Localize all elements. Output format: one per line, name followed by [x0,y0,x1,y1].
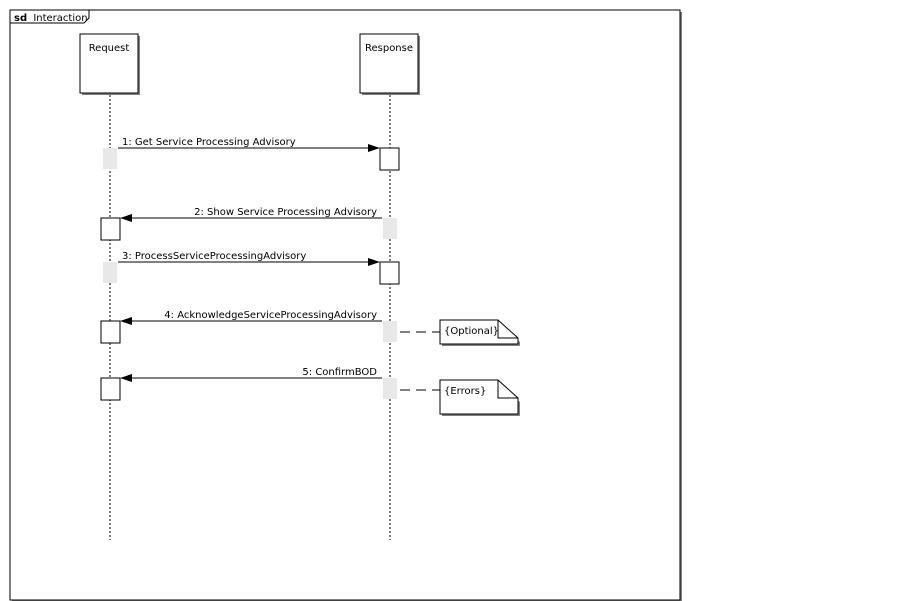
interaction-frame: sd Interaction [9,9,682,601]
message-label: 4: AcknowledgeServiceProcessingAdvisory [164,310,377,321]
activation-box [100,377,121,401]
note-text: {Optional} [444,326,499,337]
message-label: 2: Show Service Processing Advisory [194,207,377,218]
lifeline-label-response: Response [365,43,413,54]
lifeline-head [79,33,139,94]
frame-tab [10,10,90,24]
activation-box [100,320,121,344]
message-5: 5: ConfirmBOD [120,367,382,382]
message-label: 1: Get Service Processing Advisory [122,137,296,148]
lifeline-request: Request [79,33,140,540]
note-fold [497,380,518,399]
ghost-activations [103,148,397,399]
activation-box [379,147,400,171]
ghost-activation [383,378,397,399]
note-fold [497,320,518,339]
frame-keyword: sd [14,13,27,24]
frame-name: Interaction [33,13,87,24]
message-3: 3: ProcessServiceProcessingAdvisory [118,251,380,266]
lifeline-response: Response [359,33,420,540]
note-optional: {Optional} [400,319,520,346]
activations [100,147,400,401]
message-4: 4: AcknowledgeServiceProcessingAdvisory [120,310,382,325]
activation-box [379,261,400,285]
message-label: 5: ConfirmBOD [302,367,377,378]
message-2: 2: Show Service Processing Advisory [120,207,382,222]
ghost-activation [103,148,117,169]
message-1: 1: Get Service Processing Advisory [118,137,380,152]
lifeline-label-request: Request [89,43,130,54]
note-errors: {Errors} [400,379,520,416]
ghost-activation [383,321,397,342]
note-text: {Errors} [444,386,486,397]
ghost-activation [383,218,397,239]
message-label: 3: ProcessServiceProcessingAdvisory [122,251,306,262]
svg-text:sd Interaction: sd Interaction [14,13,88,24]
ghost-activation [103,262,117,283]
activation-box [100,217,121,241]
lifeline-head [359,33,419,94]
